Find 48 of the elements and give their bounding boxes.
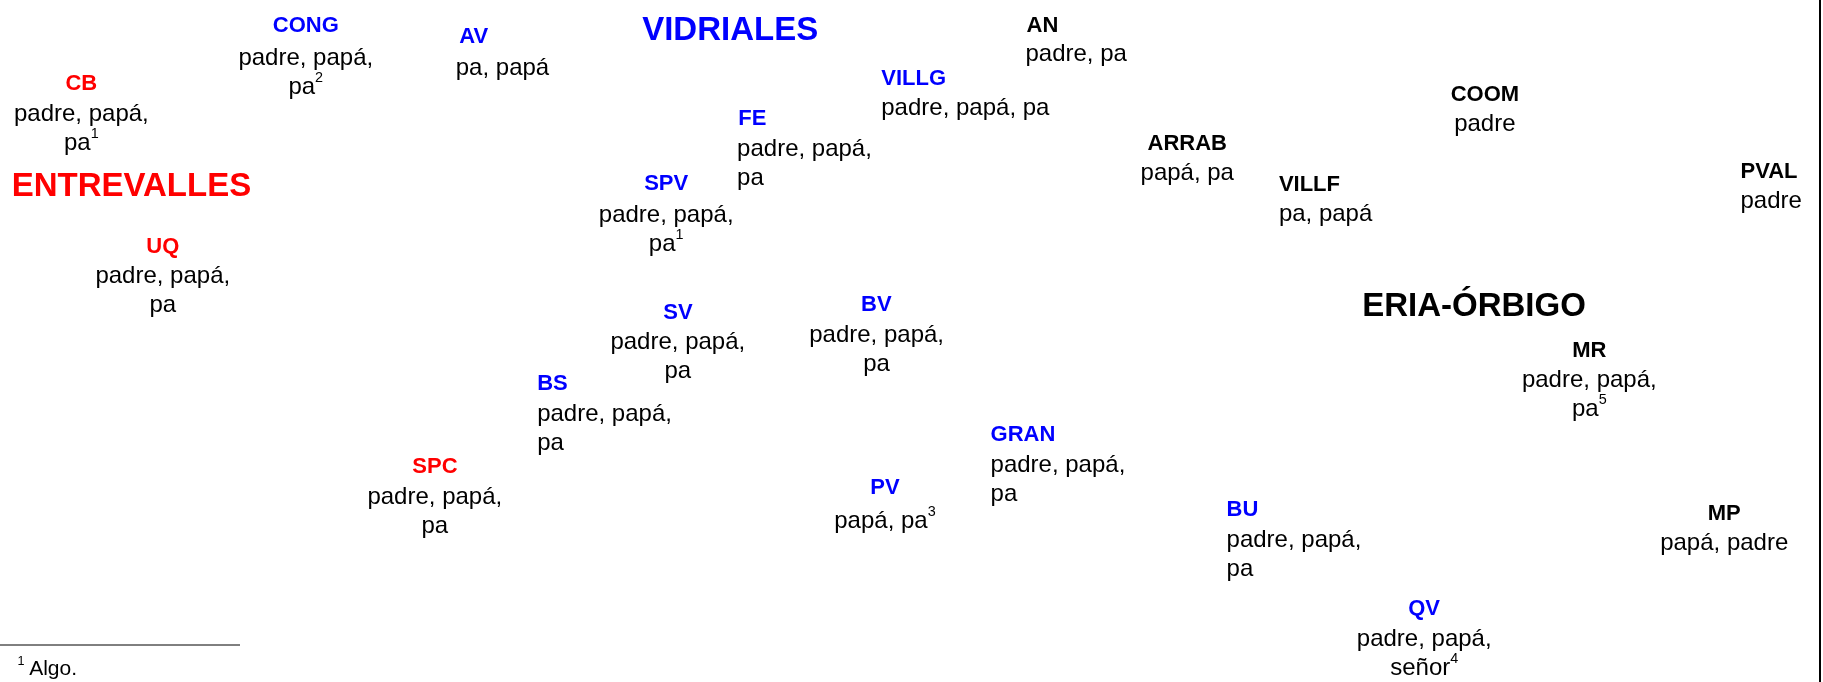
word-list: padre, pa	[1025, 38, 1127, 68]
place-code: AN	[1026, 11, 1059, 38]
word-list: papá, pa	[1140, 156, 1234, 186]
word-list: padre, papá, pa$^{5}$	[1515, 363, 1664, 422]
word-list: padre, papá, pa	[537, 397, 686, 456]
place-code: SV	[663, 298, 693, 325]
word-list: padre	[1454, 108, 1516, 138]
word-list: padre, papá, pa	[603, 325, 752, 384]
region-name: ENTREVALLES	[11, 166, 252, 205]
place-code: BS	[537, 369, 568, 396]
word-list: padre, papá, pa	[881, 91, 1050, 121]
place-code: MR	[1572, 337, 1607, 364]
place-code: VILLF	[1278, 170, 1340, 197]
place-code: FE	[738, 104, 767, 131]
place-code: PVAL	[1740, 158, 1798, 185]
place-code: VILLG	[881, 65, 947, 92]
word-list: papá, pa$^{3}$	[834, 504, 936, 534]
place-code: SPV	[644, 169, 689, 196]
word-list: papá, padre	[1660, 526, 1789, 556]
region-name: ERIA-ÓRBIGO	[1362, 286, 1586, 324]
place-code: COOM	[1450, 81, 1520, 108]
word-list: padre, papá, pa$^{2}$	[231, 41, 380, 100]
word-list: padre, papá, pa$^{1}$	[592, 198, 741, 257]
place-code: BV	[861, 290, 892, 317]
word-list: padre, papá, señor$^{4}$	[1350, 623, 1499, 682]
place-code: CONG	[272, 11, 339, 38]
place-code: ARRAB	[1147, 130, 1227, 157]
place-code: AV	[459, 23, 489, 50]
word-list: padre	[1740, 184, 1802, 214]
place-code: SPC	[412, 453, 458, 480]
word-list: padre, papá, pa$^{1}$	[7, 97, 156, 156]
place-code: PV	[870, 474, 900, 501]
word-list: padre, papá, pa	[1226, 524, 1375, 583]
place-code: CB	[65, 69, 98, 96]
word-list: padre, papá, pa	[360, 481, 509, 540]
word-list: padre, papá, pa	[737, 132, 886, 191]
place-code: QV	[1408, 595, 1440, 622]
word-list: padre, papá, pa	[990, 448, 1139, 507]
region-name: VIDRIALES	[642, 10, 819, 49]
place-code: MP	[1707, 499, 1741, 526]
footnote: $^{1}$ Algo.	[17, 655, 77, 680]
word-list: pa, papá	[455, 52, 550, 82]
place-code: BU	[1226, 496, 1259, 523]
place-code: UQ	[146, 232, 180, 259]
word-list: padre, papá, pa	[88, 260, 237, 319]
word-list: pa, papá	[1278, 197, 1373, 227]
place-code: GRAN	[990, 420, 1056, 447]
word-list: padre, papá, pa	[802, 318, 951, 377]
